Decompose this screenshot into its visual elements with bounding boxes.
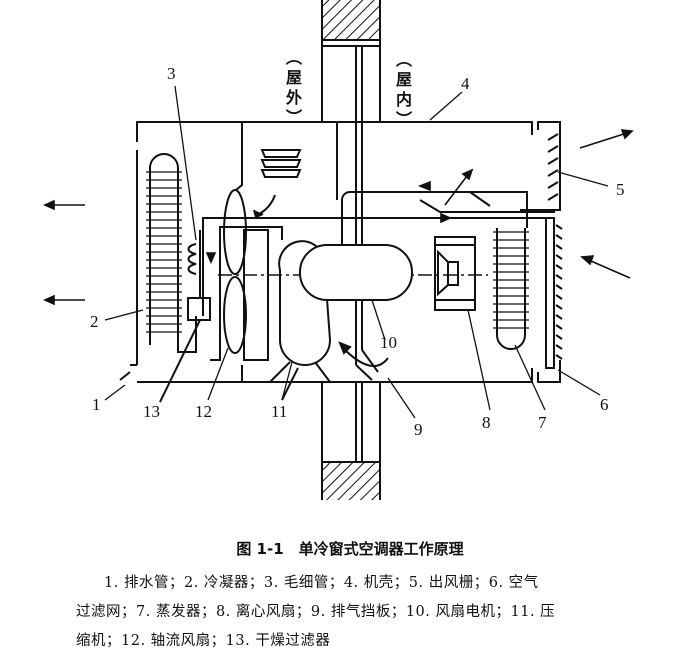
axial-fan (223, 189, 269, 361)
wall (321, 0, 381, 500)
legend-line-3: 缩机；12. 轴流风扇；13. 干燥过滤器 (76, 633, 331, 649)
callout-7: 7 (538, 413, 547, 432)
casing (119, 121, 533, 383)
callout-13: 13 (143, 402, 160, 421)
figure-title: 图 1-1 单冷窗式空调器工作原理 (236, 540, 464, 558)
inside-label: ︵屋内︶ (395, 50, 412, 129)
callout-2: 2 (90, 312, 99, 331)
legend-line-1: 1. 排水管；2. 冷凝器；3. 毛细管；4. 机壳；5. 出风栅；6. 空气 (104, 575, 539, 591)
callout-5: 5 (616, 180, 625, 199)
callout-10: 10 (380, 333, 397, 352)
callout-11: 11 (271, 402, 288, 421)
evaporator (493, 228, 529, 350)
exhaust-flap-arrow (342, 347, 389, 367)
callout-3: 3 (167, 64, 176, 83)
centrifugal-fan (434, 236, 476, 311)
legend-line-2: 过滤网；7. 蒸发器；8. 离心风扇；9. 排气挡板；10. 风扇电机；11. … (76, 604, 556, 620)
window-ac-diagram (43, 0, 634, 500)
refrigerant-piping (159, 191, 555, 403)
fan-motor (299, 244, 413, 301)
compressor (269, 240, 332, 401)
leader-lines (104, 85, 609, 419)
callout-1: 1 (92, 395, 101, 414)
outside-label: ︵屋外︶ (285, 48, 302, 127)
louver (253, 149, 302, 219)
callout-9: 9 (414, 420, 423, 439)
callout-6: 6 (600, 395, 609, 414)
arrowhead (338, 341, 352, 355)
callout-4: 4 (461, 74, 470, 93)
callout-12: 12 (195, 402, 212, 421)
outlet-grille (520, 121, 561, 211)
callout-8: 8 (482, 413, 491, 432)
airflow-arrows (43, 129, 634, 306)
air-filter (537, 217, 563, 383)
condenser (146, 153, 182, 345)
